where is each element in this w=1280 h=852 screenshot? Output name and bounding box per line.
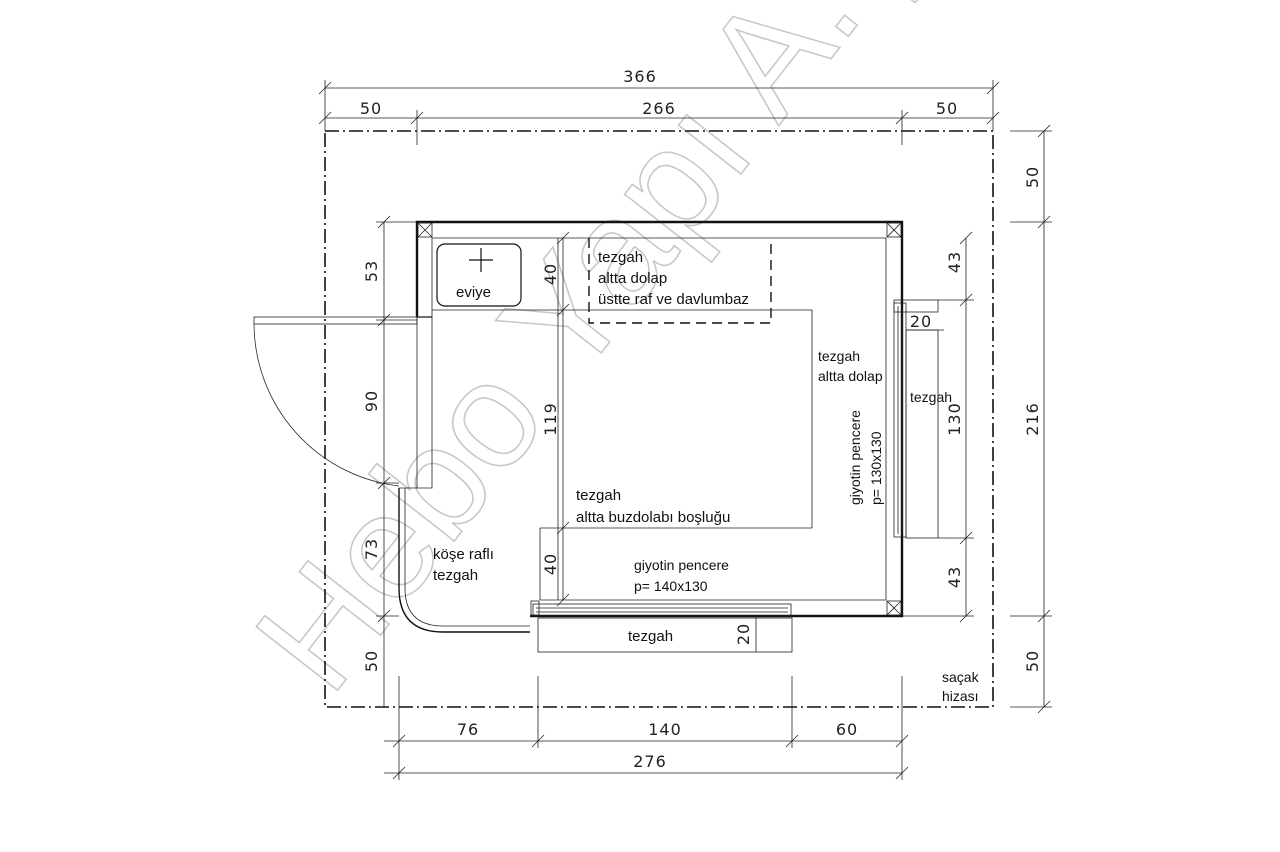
sink bbox=[436, 243, 522, 307]
label-eave-1: saçak bbox=[942, 669, 980, 685]
door bbox=[253, 316, 418, 487]
dim-inner-40-bottom: 40 bbox=[541, 553, 560, 575]
dim-right-43-bottom: 43 bbox=[945, 566, 964, 588]
label-window-bottom-2: p= 140x130 bbox=[634, 578, 708, 594]
dim-right-20: 20 bbox=[910, 312, 932, 331]
dim-top-right: 50 bbox=[936, 99, 958, 118]
label-counter-top-3: üstte raf ve davlumbaz bbox=[598, 291, 749, 308]
label-window-right-1: giyotin pencere bbox=[847, 410, 863, 505]
label-ext-counter-bottom: tezgah bbox=[628, 628, 673, 645]
column-bottom-right bbox=[886, 600, 902, 616]
label-counter-top-2: altta dolap bbox=[598, 270, 667, 287]
window-right bbox=[893, 302, 907, 538]
exterior-counter-right bbox=[905, 329, 939, 539]
window-bottom bbox=[532, 603, 792, 617]
label-ext-counter-right: tezgah bbox=[910, 389, 952, 405]
label-counter-top-1: tezgah bbox=[598, 249, 643, 266]
dim-bottom-left: 76 bbox=[457, 720, 479, 739]
dim-right-43-top: 43 bbox=[945, 251, 964, 273]
dim-bottom-total: 276 bbox=[633, 752, 667, 771]
column-top-left bbox=[417, 222, 433, 238]
exterior-counter-bottom bbox=[537, 617, 793, 653]
label-eave-2: hizası bbox=[942, 688, 979, 704]
dim-inner-119: 119 bbox=[541, 402, 560, 436]
dim-far-right-216: 216 bbox=[1023, 402, 1042, 436]
dim-right-130: 130 bbox=[945, 402, 964, 436]
dim-top-total: 366 bbox=[623, 67, 657, 86]
dim-bottom-right: 60 bbox=[836, 720, 858, 739]
label-corner-1: köşe raflı bbox=[433, 546, 494, 563]
label-counter-mid-2: altta buzdolabı boşluğu bbox=[576, 509, 730, 526]
eave-outline bbox=[324, 130, 994, 708]
label-counter-mid-1: tezgah bbox=[576, 487, 621, 504]
dim-left-73: 73 bbox=[362, 538, 381, 560]
label-window-right-2: p= 130x130 bbox=[868, 431, 884, 505]
label-corner-2: tezgah bbox=[433, 567, 478, 584]
dim-bottom-mid: 140 bbox=[648, 720, 682, 739]
dim-top-mid: 266 bbox=[642, 99, 676, 118]
dim-inner-40-top: 40 bbox=[541, 263, 560, 285]
dim-left-90: 90 bbox=[362, 390, 381, 412]
label-counter-right-1: tezgah bbox=[818, 348, 860, 364]
dimension-lines bbox=[318, 80, 1052, 780]
curved-corner-wall bbox=[398, 488, 530, 633]
upper-shelf-dashed bbox=[588, 238, 772, 324]
label-window-bottom-1: giyotin pencere bbox=[634, 557, 729, 573]
counter-island bbox=[539, 238, 813, 600]
dim-far-right-50-top: 50 bbox=[1023, 166, 1042, 188]
label-counter-right-2: altta dolap bbox=[818, 368, 883, 384]
column-top-right bbox=[886, 222, 902, 238]
dim-bottom-20: 20 bbox=[734, 623, 753, 645]
dim-left-50: 50 bbox=[362, 650, 381, 672]
label-sink: eviye bbox=[456, 284, 491, 301]
dim-far-right-50-bottom: 50 bbox=[1023, 650, 1042, 672]
dim-left-53: 53 bbox=[362, 260, 381, 282]
dim-top-left: 50 bbox=[360, 99, 382, 118]
